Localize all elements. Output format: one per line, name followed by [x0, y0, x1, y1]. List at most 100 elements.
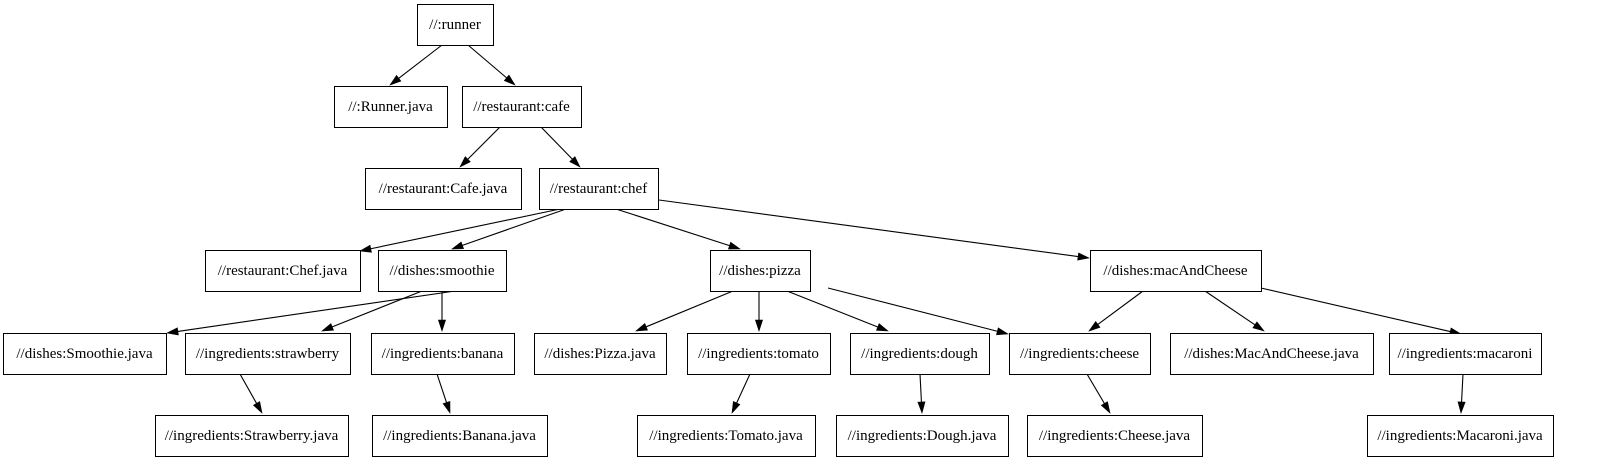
- node-label: //restaurant:cafe: [473, 99, 570, 115]
- graph-node-ing_tomato[interactable]: //ingredients:tomato: [687, 333, 831, 375]
- node-box[interactable]: [155, 415, 349, 457]
- node-label: //ingredients:cheese: [1020, 346, 1139, 362]
- edge-arrowhead: [321, 323, 334, 332]
- graph-node-ing_strawberry_java[interactable]: //ingredients:Strawberry.java: [155, 415, 349, 457]
- node-box[interactable]: [185, 333, 351, 375]
- graph-node-ing_banana_java[interactable]: //ingredients:Banana.java: [372, 415, 548, 457]
- edge-arrowhead: [1457, 401, 1466, 414]
- edge-arrowhead: [503, 74, 516, 86]
- edge-line: [645, 290, 734, 328]
- node-box[interactable]: [1367, 415, 1554, 457]
- edge-arrowhead: [389, 74, 402, 86]
- edge-arrowhead: [166, 327, 179, 336]
- graph-node-dishes_macandcheese_java[interactable]: //dishes:MacAndCheese.java: [1170, 333, 1374, 375]
- edge-arrowhead: [1088, 321, 1101, 332]
- edge-line: [436, 373, 448, 403]
- graph-edge: restaurant_cafe -> restaurant_cafe_java: [459, 126, 501, 168]
- node-label: //ingredients:Dough.java: [848, 428, 997, 444]
- graph-node-restaurant_chef_java[interactable]: //restaurant:Chef.java: [205, 250, 361, 292]
- node-box[interactable]: [1170, 333, 1374, 375]
- node-box[interactable]: [371, 333, 515, 375]
- edge-line: [398, 44, 443, 79]
- node-box[interactable]: [1009, 333, 1151, 375]
- edge-arrowhead: [1077, 252, 1090, 261]
- node-box[interactable]: [1389, 333, 1542, 375]
- graph-node-dishes_smoothie_java[interactable]: //dishes:Smoothie.java: [3, 333, 167, 375]
- node-box[interactable]: [372, 415, 548, 457]
- edge-arrowhead: [252, 401, 263, 414]
- edge-line: [467, 44, 507, 79]
- node-label: //restaurant:chef: [550, 181, 647, 197]
- graph-node-restaurant_cafe_java[interactable]: //restaurant:Cafe.java: [365, 168, 522, 210]
- graph-edge: dishes_pizza -> dishes_pizza_java: [635, 290, 734, 332]
- graph-node-ing_banana[interactable]: //ingredients:banana: [371, 333, 515, 375]
- graph-edge: dishes_pizza -> ing_dough: [786, 290, 889, 332]
- graph-edge: dishes_smoothie -> ing_strawberry: [321, 290, 423, 332]
- node-box[interactable]: [687, 333, 831, 375]
- edge-arrowhead: [359, 244, 372, 253]
- graph-node-ing_macaroni[interactable]: //ingredients:macaroni: [1389, 333, 1542, 375]
- graph-edge: dishes_macandcheese -> dishes_macandchee…: [1204, 290, 1265, 332]
- graph-node-ing_cheese_java[interactable]: //ingredients:Cheese.java: [1027, 415, 1203, 457]
- graph-node-ing_tomato_java[interactable]: //ingredients:Tomato.java: [637, 415, 816, 457]
- graph-edge: ing_strawberry -> ing_strawberry_java: [239, 373, 263, 414]
- node-box[interactable]: [205, 250, 361, 292]
- edge-line: [1260, 287, 1451, 333]
- node-box[interactable]: [334, 86, 448, 128]
- graph-node-ing_cheese[interactable]: //ingredients:cheese: [1009, 333, 1151, 375]
- graph-edge: dishes_macandcheese -> ing_macaroni: [1260, 287, 1462, 336]
- graph-node-ing_macaroni_java[interactable]: //ingredients:Macaroni.java: [1367, 415, 1554, 457]
- edge-arrowhead: [731, 401, 741, 414]
- graph-edge: restaurant_chef -> dishes_macandcheese: [658, 199, 1090, 261]
- node-box[interactable]: [534, 333, 667, 375]
- node-label: //:Runner.java: [348, 99, 433, 115]
- edge-line: [462, 208, 567, 246]
- edge-line: [1204, 290, 1256, 326]
- node-box[interactable]: [378, 250, 507, 292]
- graph-node-ing_strawberry[interactable]: //ingredients:strawberry: [185, 333, 351, 375]
- graph-edge: dishes_smoothie -> dishes_smoothie_java: [166, 290, 456, 336]
- graph-node-restaurant_cafe[interactable]: //restaurant:cafe: [462, 86, 582, 128]
- graph-node-dishes_smoothie[interactable]: //dishes:smoothie: [378, 250, 507, 292]
- graph-edge: restaurant_chef -> dishes_pizza: [615, 208, 741, 250]
- edge-line: [827, 287, 998, 332]
- node-box[interactable]: [3, 333, 167, 375]
- graph-node-runner[interactable]: //:runner: [417, 4, 494, 46]
- node-box[interactable]: [710, 250, 811, 292]
- graph-node-ing_dough[interactable]: //ingredients:dough: [850, 333, 990, 375]
- node-box[interactable]: [637, 415, 816, 457]
- graph-node-dishes_pizza_java[interactable]: //dishes:Pizza.java: [534, 333, 667, 375]
- graph-edge: runner -> restaurant_cafe: [467, 44, 516, 86]
- graph-edge: restaurant_chef -> restaurant_chef_java: [359, 208, 561, 253]
- edge-arrowhead: [437, 319, 447, 332]
- graph-node-dishes_macandcheese[interactable]: //dishes:macAndCheese: [1090, 250, 1262, 292]
- graph-node-ing_dough_java[interactable]: //ingredients:Dough.java: [836, 415, 1009, 457]
- graph-node-restaurant_chef[interactable]: //restaurant:chef: [539, 168, 659, 210]
- node-box[interactable]: [836, 415, 1009, 457]
- node-box[interactable]: [365, 168, 522, 210]
- node-box[interactable]: [462, 86, 582, 128]
- graph-edge: restaurant_cafe -> restaurant_chef: [540, 126, 581, 168]
- node-box[interactable]: [539, 168, 659, 210]
- edge-line: [1086, 373, 1105, 404]
- node-box[interactable]: [850, 333, 990, 375]
- edge-line: [919, 373, 922, 403]
- node-label: //ingredients:tomato: [698, 346, 819, 362]
- node-label: //:runner: [429, 17, 481, 33]
- graph-edge: dishes_macandcheese -> ing_cheese: [1088, 290, 1144, 332]
- graph-edge: runner -> runner_java: [389, 44, 443, 86]
- node-box[interactable]: [1027, 415, 1203, 457]
- node-box[interactable]: [1090, 250, 1262, 292]
- node-box[interactable]: [417, 4, 494, 46]
- graph-node-runner_java[interactable]: //:Runner.java: [334, 86, 448, 128]
- node-label: //dishes:smoothie: [390, 263, 495, 279]
- graph-node-dishes_pizza[interactable]: //dishes:pizza: [710, 250, 811, 292]
- node-label: //ingredients:banana: [382, 346, 504, 362]
- edge-line: [658, 199, 1079, 258]
- edge-line: [1461, 373, 1464, 403]
- edge-arrowhead: [1100, 401, 1111, 414]
- graph-edge: dishes_pizza -> ing_cheese: [827, 287, 1009, 336]
- edge-line: [615, 208, 730, 247]
